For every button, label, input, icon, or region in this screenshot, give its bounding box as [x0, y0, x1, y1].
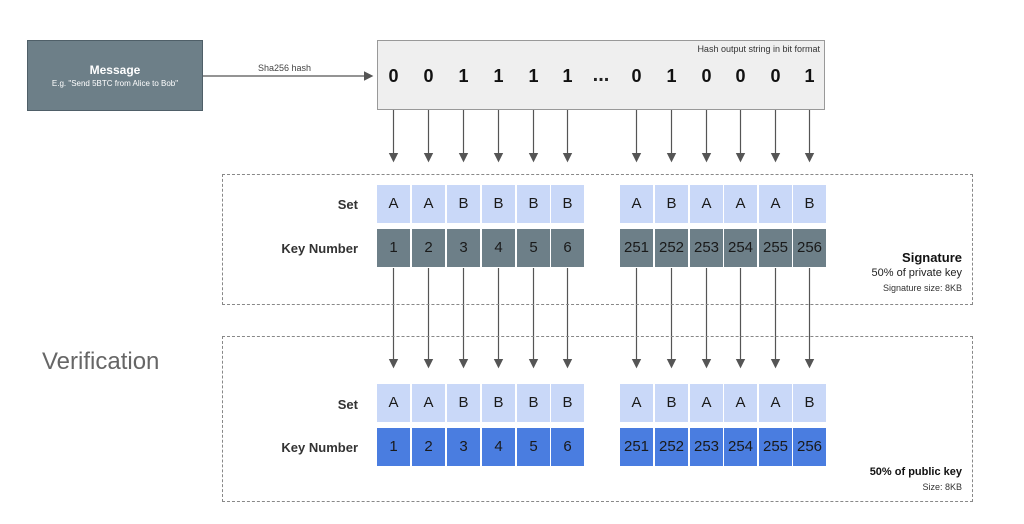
- public-key-cell: 6: [551, 428, 584, 466]
- signature-key-cell: 256: [793, 229, 826, 267]
- public-key-cell: 253: [690, 428, 723, 466]
- public-key-cell: 2: [412, 428, 445, 466]
- hash-label: Sha256 hash: [258, 63, 312, 73]
- public-key-cell: 256: [793, 428, 826, 466]
- hash-output-title: Hash output string in bit format: [697, 44, 820, 54]
- signature-key-cell: 6: [551, 229, 584, 267]
- signature-title: Signature: [902, 250, 962, 265]
- signature-set-cell: B: [655, 185, 688, 223]
- signature-key-cell: 253: [690, 229, 723, 267]
- signature-set-cell: A: [377, 185, 410, 223]
- signature-set-cell: B: [551, 185, 584, 223]
- public-key-cell: 4: [482, 428, 515, 466]
- hash-ellipsis: ...: [592, 64, 610, 86]
- signature-key-cell: 2: [412, 229, 445, 267]
- signature-set-cell: A: [724, 185, 757, 223]
- signature-key-cell: 1: [377, 229, 410, 267]
- public-key-label: Key Number: [281, 440, 358, 455]
- signature-set-cell: A: [412, 185, 445, 223]
- signature-set-cell: A: [690, 185, 723, 223]
- public-set-cell: B: [447, 384, 480, 422]
- signature-private-key-note: 50% of private key: [871, 267, 963, 279]
- verification-label: Verification: [42, 348, 160, 375]
- public-set-cell: A: [377, 384, 410, 422]
- public-key-cell: 255: [759, 428, 792, 466]
- signature-set-cell: B: [482, 185, 515, 223]
- hash-bit: 1: [804, 66, 815, 86]
- public-set-cell: A: [412, 384, 445, 422]
- public-key-size-note: Size: 8KB: [922, 482, 962, 492]
- signature-key-cell: 254: [724, 229, 757, 267]
- public-set-cell: A: [620, 384, 653, 422]
- public-set-cell: A: [724, 384, 757, 422]
- hash-bit: 0: [770, 66, 781, 86]
- public-set-cell: A: [759, 384, 792, 422]
- signature-key-cell: 251: [620, 229, 653, 267]
- hash-bit: 1: [493, 66, 504, 86]
- signature-key-cell: 4: [482, 229, 515, 267]
- public-key-cell: 254: [724, 428, 757, 466]
- message-subtitle: E.g. "Send 5BTC from Alice to Bob": [51, 79, 179, 88]
- public-set-cell: B: [793, 384, 826, 422]
- hash-bit: 1: [528, 66, 539, 86]
- public-set-cell: B: [482, 384, 515, 422]
- public-set-cell: A: [690, 384, 723, 422]
- hash-bit: 1: [666, 66, 677, 86]
- public-key-cell: 252: [655, 428, 688, 466]
- signature-key-cell: 5: [517, 229, 550, 267]
- public-set-cell: B: [551, 384, 584, 422]
- hash-bit: 1: [562, 66, 573, 86]
- signature-key-cell: 252: [655, 229, 688, 267]
- hash-bit: 0: [631, 66, 642, 86]
- hash-output-box: Hash output string in bit format: [377, 40, 825, 110]
- hash-bit: 0: [388, 66, 399, 86]
- down-arrows: [388, 110, 815, 369]
- signature-size-note: Signature size: 8KB: [882, 283, 962, 293]
- public-key-cell: 251: [620, 428, 653, 466]
- public-set-label: Set: [337, 397, 358, 412]
- public-set-cell: B: [655, 384, 688, 422]
- hash-bit: 0: [701, 66, 712, 86]
- hash-bit: 1: [458, 66, 469, 86]
- signature-set-cell: A: [620, 185, 653, 223]
- public-key-title: 50% of public key: [869, 466, 962, 478]
- signature-set-label: Set: [337, 197, 358, 212]
- signature-set-cell: B: [517, 185, 550, 223]
- hash-bit: 0: [735, 66, 746, 86]
- signature-key-cell: 3: [447, 229, 480, 267]
- message-title: Message: [89, 63, 141, 77]
- hash-bit: 0: [423, 66, 434, 86]
- public-set-cell: B: [517, 384, 550, 422]
- signature-region: [222, 174, 973, 305]
- public-key-region: [222, 336, 973, 502]
- signature-key-label: Key Number: [281, 241, 358, 256]
- public-key-cell: 5: [517, 428, 550, 466]
- signature-set-cell: B: [793, 185, 826, 223]
- public-key-cell: 1: [377, 428, 410, 466]
- signature-set-cell: A: [759, 185, 792, 223]
- message-box: Message E.g. "Send 5BTC from Alice to Bo…: [27, 40, 203, 111]
- public-key-cell: 3: [447, 428, 480, 466]
- signature-key-cell: 255: [759, 229, 792, 267]
- signature-set-cell: B: [447, 185, 480, 223]
